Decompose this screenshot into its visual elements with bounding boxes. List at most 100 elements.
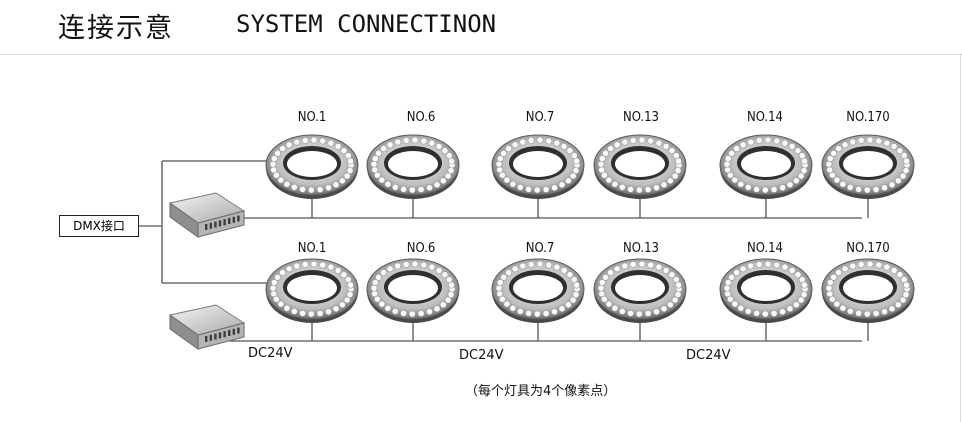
ring-led <box>310 136 318 144</box>
ring-led <box>545 137 553 145</box>
ring-led <box>894 177 902 185</box>
ring-led <box>495 160 503 168</box>
ring-led <box>668 147 676 155</box>
ring-led <box>290 183 298 191</box>
ring-led <box>553 139 561 147</box>
ring-led <box>525 309 532 317</box>
ring-row2-5 <box>719 258 813 323</box>
lamp-label-row2-1: NO.1 <box>297 241 327 256</box>
ring-led <box>384 304 392 312</box>
ring-led <box>644 186 652 193</box>
ring-led <box>420 137 428 145</box>
ring-led <box>558 305 566 313</box>
ring-led <box>498 295 506 303</box>
ring-led <box>511 141 519 149</box>
ring-led <box>849 138 857 146</box>
terminal-pin <box>237 215 240 222</box>
ring-led <box>394 262 402 270</box>
ring-led <box>285 141 293 149</box>
ring-led <box>826 166 834 174</box>
ring-led <box>375 149 382 157</box>
ring-led <box>597 284 605 292</box>
ring-led <box>653 184 660 192</box>
ring-hole <box>615 151 665 177</box>
ring-led <box>332 305 340 313</box>
ring-led <box>439 301 447 309</box>
ring-led <box>408 186 416 194</box>
continuation-row1 <box>799 217 837 219</box>
ring-led <box>290 307 298 315</box>
ring-led <box>647 261 655 269</box>
ring-led <box>881 308 888 316</box>
ring-led <box>755 136 763 144</box>
ring-led <box>662 142 670 150</box>
ring-led <box>527 260 535 268</box>
ring-row1-6 <box>821 134 915 199</box>
dot <box>823 217 825 219</box>
ring-hole <box>741 275 791 301</box>
ring-led <box>402 260 410 268</box>
ring-led <box>618 307 626 315</box>
ring-led <box>727 295 734 303</box>
ring-led <box>797 296 805 304</box>
ring-led <box>346 167 354 174</box>
ring-led <box>293 138 301 146</box>
ring-led <box>564 301 572 309</box>
ring-led <box>611 180 619 188</box>
ring-led <box>269 284 277 292</box>
ring-hole <box>741 151 791 177</box>
ring-led <box>792 177 800 185</box>
ring-led <box>883 263 891 271</box>
ring-led <box>794 147 802 155</box>
ring-led <box>598 166 606 174</box>
ring-led <box>408 310 416 318</box>
ring-led <box>400 309 407 317</box>
ring-led <box>346 291 354 298</box>
ring-led <box>426 184 433 192</box>
ring-led <box>737 304 745 312</box>
ring-led <box>723 284 731 292</box>
ring-led <box>857 136 865 144</box>
ring-row1-2 <box>366 134 460 199</box>
ring-led <box>675 281 682 289</box>
ring-led <box>872 186 880 193</box>
lamp-label-row2-5: NO.14 <box>746 241 784 256</box>
dot <box>811 340 813 342</box>
ring-hole <box>843 275 893 301</box>
ring-led <box>316 186 324 193</box>
ring-led <box>662 266 670 274</box>
ring-led <box>724 279 732 286</box>
ring-hole <box>388 151 438 177</box>
ring-led <box>773 261 781 269</box>
ring-led <box>371 279 379 286</box>
ring-led <box>724 290 732 298</box>
ring-led <box>613 265 621 273</box>
ring-led <box>270 279 278 286</box>
ring-led <box>731 176 739 184</box>
lamp-label-row2-6: NO.170 <box>846 241 890 256</box>
ring-led <box>781 139 789 147</box>
power-label-1: DC24V <box>248 346 293 361</box>
ring-led <box>674 167 682 174</box>
lamp-label-row1-1: NO.1 <box>297 110 327 125</box>
ring-led <box>316 310 324 317</box>
ring-led <box>370 284 378 292</box>
ring-led <box>447 291 455 298</box>
ring-led <box>386 141 394 149</box>
ring-led <box>781 263 789 271</box>
ring-led <box>428 139 436 147</box>
ring-led <box>644 310 652 317</box>
ring-led <box>846 183 854 191</box>
terminal-pin <box>223 219 226 226</box>
ring-led <box>373 171 381 179</box>
ring-led <box>527 136 535 144</box>
ring-hole <box>388 275 438 301</box>
ring-led <box>883 139 891 147</box>
ring-led <box>566 147 574 155</box>
ring-led <box>325 308 332 316</box>
ring-led <box>573 157 580 165</box>
ring-led <box>728 273 735 281</box>
dot <box>835 340 837 342</box>
ring-led <box>564 177 572 185</box>
ring-row2-3 <box>491 258 585 323</box>
